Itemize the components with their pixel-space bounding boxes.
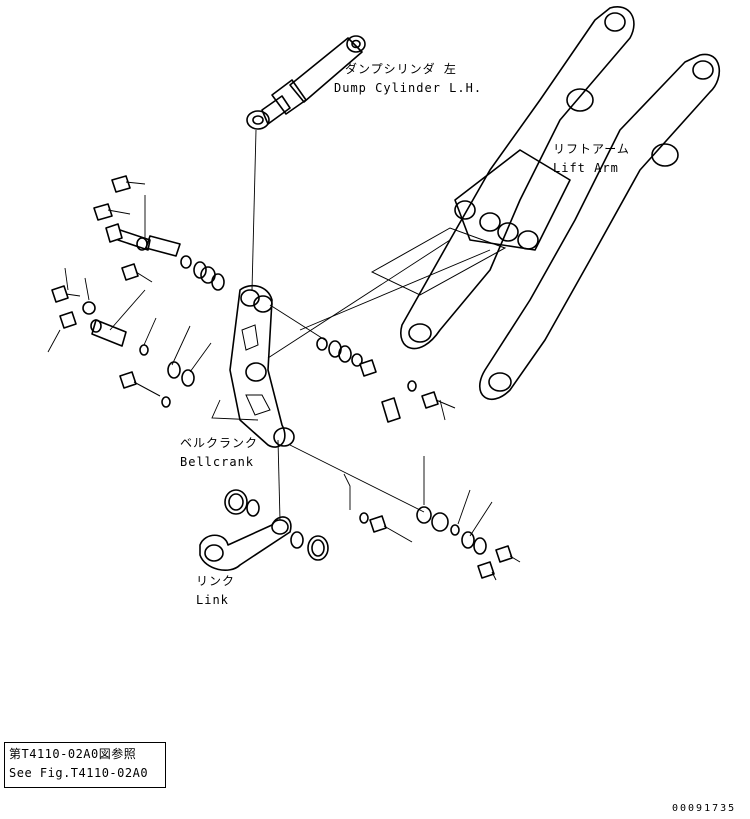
- link-label-en: Link: [196, 593, 229, 607]
- bellcrank-label-jp: ベルクランク: [180, 436, 258, 450]
- callout-lift-arm: リフトアーム Lift Arm: [553, 142, 630, 175]
- leader-lines: [47, 129, 493, 537]
- figure-reference-box: 第T4110-02A0図参照 See Fig.T4110-02A0: [4, 742, 166, 788]
- drawing-code: 00091735: [672, 803, 737, 814]
- lift-arm-label-jp: リフトアーム: [553, 142, 630, 156]
- right-hardware: [316, 337, 521, 581]
- reference-line-en: See Fig.T4110-02A0: [9, 766, 149, 780]
- link-label-jp: リンク: [196, 574, 235, 588]
- reference-line-jp: 第T4110-02A0図参照: [9, 747, 137, 761]
- callout-bellcrank: ベルクランク Bellcrank: [180, 436, 258, 469]
- dump-cylinder-label-en: Dump Cylinder L.H.: [334, 81, 482, 95]
- bellcrank-part: [229, 284, 295, 448]
- left-hardware: [51, 175, 225, 408]
- dump-cylinder-label-jp: ダンプシリンダ 左: [345, 61, 457, 76]
- lift-arm-label-en: Lift Arm: [553, 161, 619, 175]
- bellcrank-label-en: Bellcrank: [180, 455, 254, 469]
- callout-dump-cylinder: ダンプシリンダ 左 Dump Cylinder L.H.: [334, 61, 482, 95]
- link-part: [199, 516, 292, 571]
- link-bushings: [224, 489, 329, 561]
- dump-cylinder-part: [246, 35, 366, 130]
- callout-link: リンク Link: [196, 574, 235, 607]
- lift-arm-part: [370, 6, 721, 401]
